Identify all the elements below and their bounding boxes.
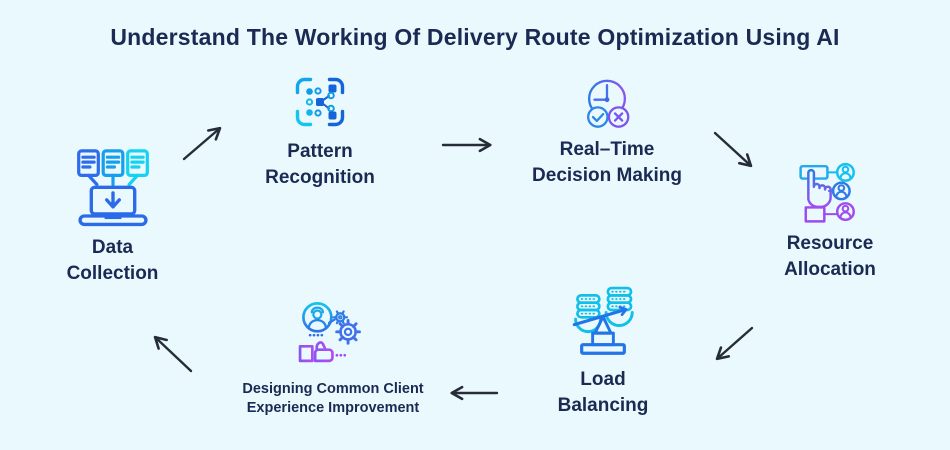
step-data-collection: Data Collection	[30, 146, 195, 287]
step-client-experience-improvement: Designing Common Client Experience Impro…	[231, 300, 435, 418]
pattern-recognition-icon	[295, 77, 345, 127]
document-icon	[76, 149, 100, 187]
pointing-hand-icon	[807, 168, 832, 209]
laptop-icon	[77, 185, 148, 227]
step-label: Resource Allocation	[784, 233, 876, 280]
page-title: Understand The Working Of Delivery Route…	[110, 24, 840, 50]
scan-frame-icon	[295, 77, 345, 127]
person-circle-icon	[302, 302, 333, 333]
step-label: Data Collection	[66, 237, 159, 284]
pattern-nodes	[305, 84, 337, 120]
cross-circle-icon	[607, 106, 630, 128]
connector-line	[327, 318, 336, 325]
arrow-client-to-data	[153, 335, 193, 373]
gear-icon	[335, 318, 361, 345]
step-label: Load Balancing	[557, 369, 649, 416]
person-circle-icon	[831, 181, 851, 201]
client-experience-improvement-icon	[298, 302, 361, 363]
step-label: Pattern Recognition	[265, 141, 375, 188]
check-circle-icon	[587, 106, 609, 128]
thumbs-up-icon	[298, 341, 334, 363]
document-icon	[125, 149, 149, 187]
cuff-icon	[804, 206, 826, 223]
document-icon	[101, 149, 124, 187]
resource-allocation-icon	[799, 162, 855, 223]
download-arrow-icon	[104, 191, 121, 209]
balance-scale-icon	[572, 305, 628, 355]
arrow-realtime-to-resource	[713, 131, 753, 168]
step-pattern-recognition: Pattern Recognition	[238, 70, 402, 191]
step-label: Real–Time Decision Making	[532, 139, 682, 186]
load-balancing-icon	[572, 286, 634, 355]
dots-row	[335, 353, 347, 357]
gear-icon	[332, 310, 349, 325]
step-label: Designing Common Client Experience Impro…	[242, 381, 424, 416]
step-real-time-decision-making: Real–Time Decision Making	[512, 76, 702, 189]
real-time-decision-making-icon	[587, 79, 630, 128]
step-load-balancing: Load Balancing	[521, 286, 685, 419]
person-circle-icon	[835, 162, 855, 182]
load-stack-right	[604, 286, 634, 327]
arrow-resource-to-load	[715, 326, 754, 361]
dots-row	[308, 333, 324, 337]
person-circle-icon	[835, 202, 855, 222]
data-collection-icon	[76, 149, 149, 227]
step-resource-allocation: Resource Allocation	[748, 160, 912, 283]
arrow-data-to-pattern	[182, 126, 222, 161]
